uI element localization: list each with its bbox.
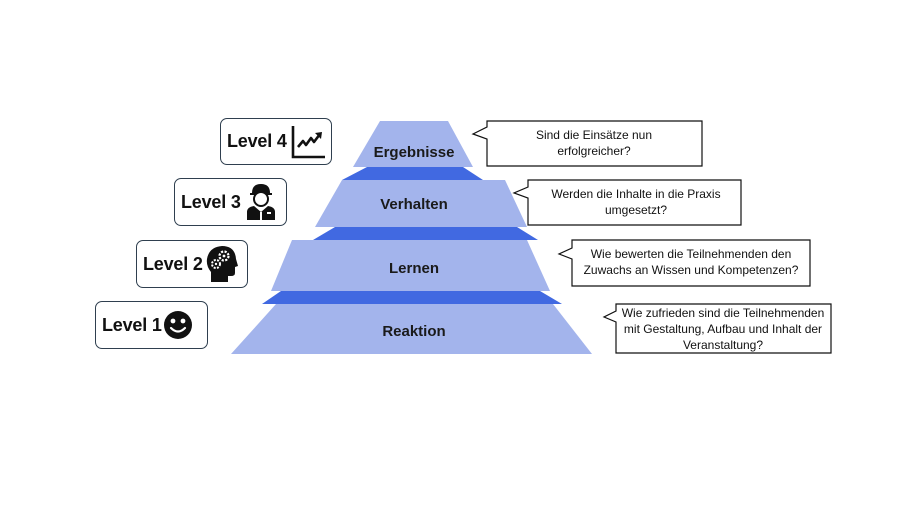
level-label-3: Level 3: [181, 191, 241, 212]
bubble-outline-2: [557, 239, 811, 287]
question-3-line-1: Werden die Inhalte in die Praxis: [551, 187, 720, 201]
level-box-2: Level 2: [136, 240, 248, 288]
slab-label-reaktion: Reaktion: [382, 323, 445, 340]
trending-chart-icon: [289, 123, 327, 161]
connector-2-1: [262, 291, 562, 304]
question-1-line-2: mit Gestaltung, Aufbau und Inhalt der: [624, 322, 822, 336]
level-box-1: Level 1: [95, 301, 208, 349]
question-bubble-3: Werden die Inhalte in die Praxis umgeset…: [512, 179, 742, 226]
question-1-line-3: Veranstaltung?: [683, 338, 763, 352]
pyramid-slab-verhalten: [315, 180, 527, 227]
question-2-line-1: Wie bewerten die Teilnehmenden den: [591, 247, 792, 261]
question-4-line-2: erfolgreicher?: [557, 144, 631, 158]
question-4-line-1: Sind die Einsätze nun: [536, 128, 652, 142]
slab-label-ergebnisse: Ergebnisse: [374, 144, 455, 161]
slab-label-lernen: Lernen: [389, 260, 439, 277]
level-box-4: Level 4: [220, 118, 332, 165]
question-bubble-1: Wie zufrieden sind die Teilnehmenden mit…: [602, 303, 832, 354]
bubble-outline-4: [471, 120, 703, 167]
level-label-4: Level 4: [227, 131, 287, 151]
connector-4-3: [342, 167, 483, 180]
question-bubble-2: Wie bewerten die Teilnehmenden den Zuwac…: [557, 239, 811, 287]
connector-3-2: [313, 227, 538, 240]
bubble-outline-1: [602, 303, 832, 354]
question-2-line-2: Zuwachs an Wissen und Kompetenzen?: [584, 263, 799, 277]
pyramid-slab-lernen: [271, 240, 550, 291]
worker-icon: [243, 182, 279, 222]
pyramid-slab-ergebnisse: [353, 121, 473, 167]
slab-label-verhalten: Verhalten: [380, 196, 448, 213]
smiley-icon: [162, 309, 194, 341]
level-label-2: Level 2: [143, 253, 203, 274]
question-1-line-1: Wie zufrieden sind die Teilnehmenden: [622, 306, 825, 320]
question-bubble-4: Sind die Einsätze nun erfolgreicher?: [471, 120, 703, 167]
bubble-outline-3: [512, 179, 742, 226]
head-gears-icon: [205, 244, 239, 284]
level-box-3: Level 3: [174, 178, 287, 226]
question-3-line-2: umgesetzt?: [605, 203, 667, 217]
pyramid-slab-reaktion: [231, 304, 592, 354]
level-label-1: Level 1: [102, 314, 162, 335]
